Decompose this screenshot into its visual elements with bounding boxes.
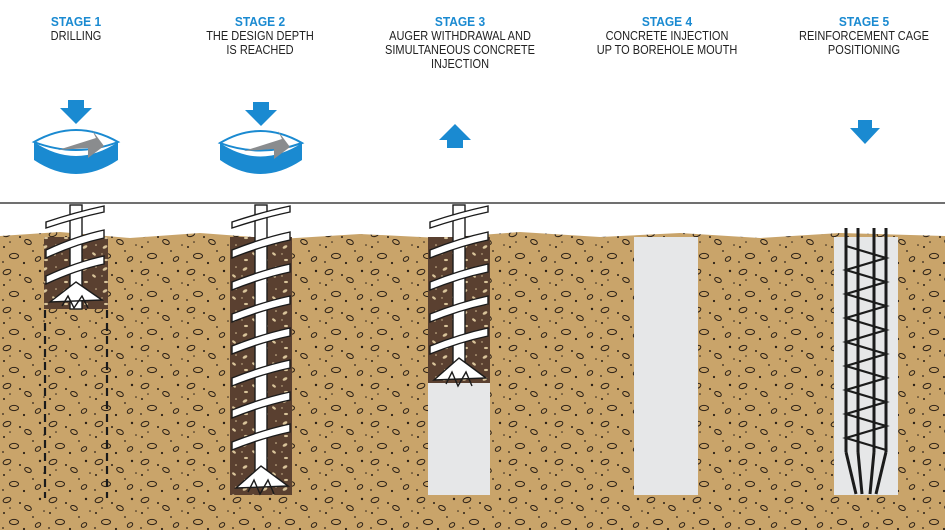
stage-3-heading: STAGE 3 AUGER WITHDRAWAL AND SIMULTANEOU… — [365, 14, 555, 71]
rotation-arrow-icon — [31, 129, 121, 174]
stage-4-heading: STAGE 4 CONCRETE INJECTION UP TO BOREHOL… — [572, 14, 762, 57]
stage-3-concrete — [428, 383, 490, 495]
stage-4-title: STAGE 4 — [641, 14, 693, 29]
stage-5-graphic — [834, 120, 898, 495]
stage-4-concrete-pile — [634, 237, 698, 495]
down-arrow-icon — [850, 120, 880, 144]
stage-3-graphic — [428, 124, 490, 495]
down-arrow-icon — [245, 102, 277, 126]
reinforcement-cage-icon — [842, 228, 890, 495]
stage-3-line-2: SIMULTANEOUS CONCRETE — [385, 43, 535, 57]
auger-icon — [429, 204, 489, 388]
auger-icon — [45, 204, 105, 310]
stage-3-title: STAGE 3 — [434, 14, 486, 29]
stage-3-description: AUGER WITHDRAWAL AND SIMULTANEOUS CONCRE… — [376, 29, 543, 71]
stage-2-line-1: THE DESIGN DEPTH — [206, 29, 314, 43]
stage-2-heading: STAGE 2 THE DESIGN DEPTH IS REACHED — [165, 14, 355, 57]
up-arrow-icon — [439, 124, 471, 148]
rotation-arrow-icon — [217, 130, 305, 174]
stage-4-description: CONCRETE INJECTION UP TO BOREHOLE MOUTH — [583, 29, 750, 57]
stage-1-title: STAGE 1 — [50, 14, 102, 29]
stage-1-description: DRILLING — [0, 29, 160, 43]
stage-1-heading: STAGE 1 DRILLING — [0, 14, 171, 43]
stage-2-graphic — [217, 102, 305, 496]
down-arrow-icon — [60, 100, 92, 124]
stage-5-description: REINFORCEMENT CAGE POSITIONING — [780, 29, 945, 57]
stage-2-title: STAGE 2 — [234, 14, 286, 29]
stage-1-line-1: DRILLING — [50, 29, 102, 43]
auger-icon — [231, 204, 291, 496]
stage-2-description: THE DESIGN DEPTH IS REACHED — [176, 29, 343, 57]
stage-2-line-2: IS REACHED — [226, 43, 294, 57]
stage-5-line-1: REINFORCEMENT CAGE — [799, 29, 929, 43]
stage-5-heading: STAGE 5 REINFORCEMENT CAGE POSITIONING — [769, 14, 945, 57]
stage-3-line-1: AUGER WITHDRAWAL AND — [389, 29, 531, 43]
stage-4-graphic — [634, 237, 698, 495]
stage-4-line-1: CONCRETE INJECTION — [605, 29, 729, 43]
stage-3-line-3: INJECTION — [430, 57, 490, 71]
stage-1-graphic — [31, 100, 121, 498]
stage-5-title: STAGE 5 — [838, 14, 890, 29]
stage-5-line-2: POSITIONING — [827, 43, 901, 57]
stage-4-line-2: UP TO BOREHOLE MOUTH — [596, 43, 738, 57]
